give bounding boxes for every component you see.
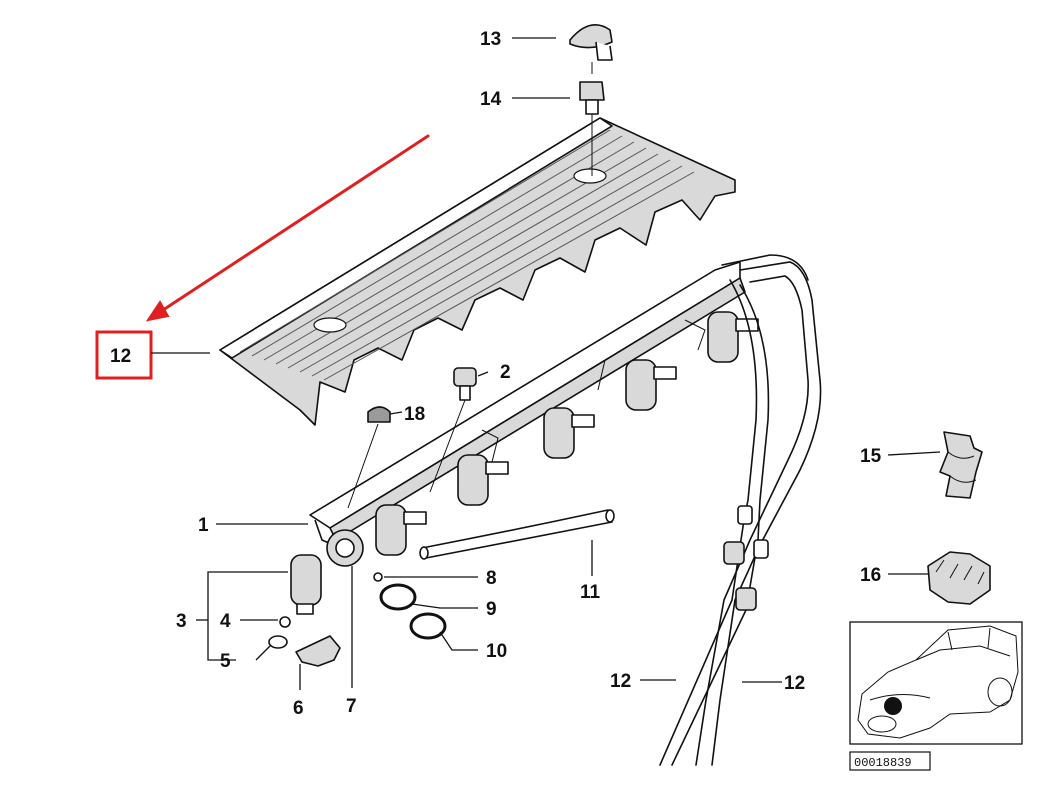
o-ring-small (373, 572, 383, 582)
callout-1: 1 (198, 515, 209, 536)
callout-12-left: 12 (610, 671, 631, 692)
callout-5: 5 (220, 651, 231, 672)
fuel-injector (707, 311, 759, 363)
highlight-arrow (145, 134, 430, 322)
cover-bolt (579, 81, 605, 115)
callout-9: 9 (486, 599, 497, 620)
vehicle-locator-inset (849, 621, 1023, 745)
callout-2: 2 (500, 362, 511, 383)
callout-3: 3 (176, 611, 187, 632)
engine-cover (219, 117, 736, 426)
grommet (367, 406, 391, 423)
callout-8: 8 (486, 568, 497, 589)
o-ring-small (279, 616, 291, 628)
callout-11: 11 (580, 582, 601, 603)
gasket-ring (379, 583, 417, 611)
callout-15: 14 (480, 89, 502, 110)
callout-14: 13 (480, 29, 501, 50)
callout-13: 12 (110, 346, 131, 367)
cover-cap (569, 24, 613, 61)
fuel-injector (375, 504, 427, 556)
clamp (295, 635, 341, 667)
callout-10: 10 (486, 641, 507, 662)
fuel-injector (625, 359, 677, 411)
screw (453, 367, 477, 401)
line-clip (939, 431, 983, 499)
callout-18: 18 (404, 404, 425, 425)
callout-7: 7 (346, 696, 357, 717)
callout-4: 4 (220, 611, 231, 632)
multi-line-clip (927, 551, 991, 605)
gasket-ring (409, 612, 447, 640)
highlight-box (95, 330, 153, 380)
fuel-injector (543, 407, 595, 459)
fuel-injector (457, 454, 509, 506)
fuel-injector (290, 554, 322, 615)
callout-16: 15 (860, 446, 882, 467)
reference-code: 00018839 (854, 756, 912, 770)
callout-17: 16 (860, 565, 881, 586)
fuel-rail (309, 261, 746, 567)
callout-12-right: 12 (784, 673, 805, 694)
seal-ring (268, 635, 288, 649)
fuel-lines (659, 254, 822, 766)
fuel-hose (419, 509, 615, 560)
callout-6: 6 (293, 698, 304, 719)
